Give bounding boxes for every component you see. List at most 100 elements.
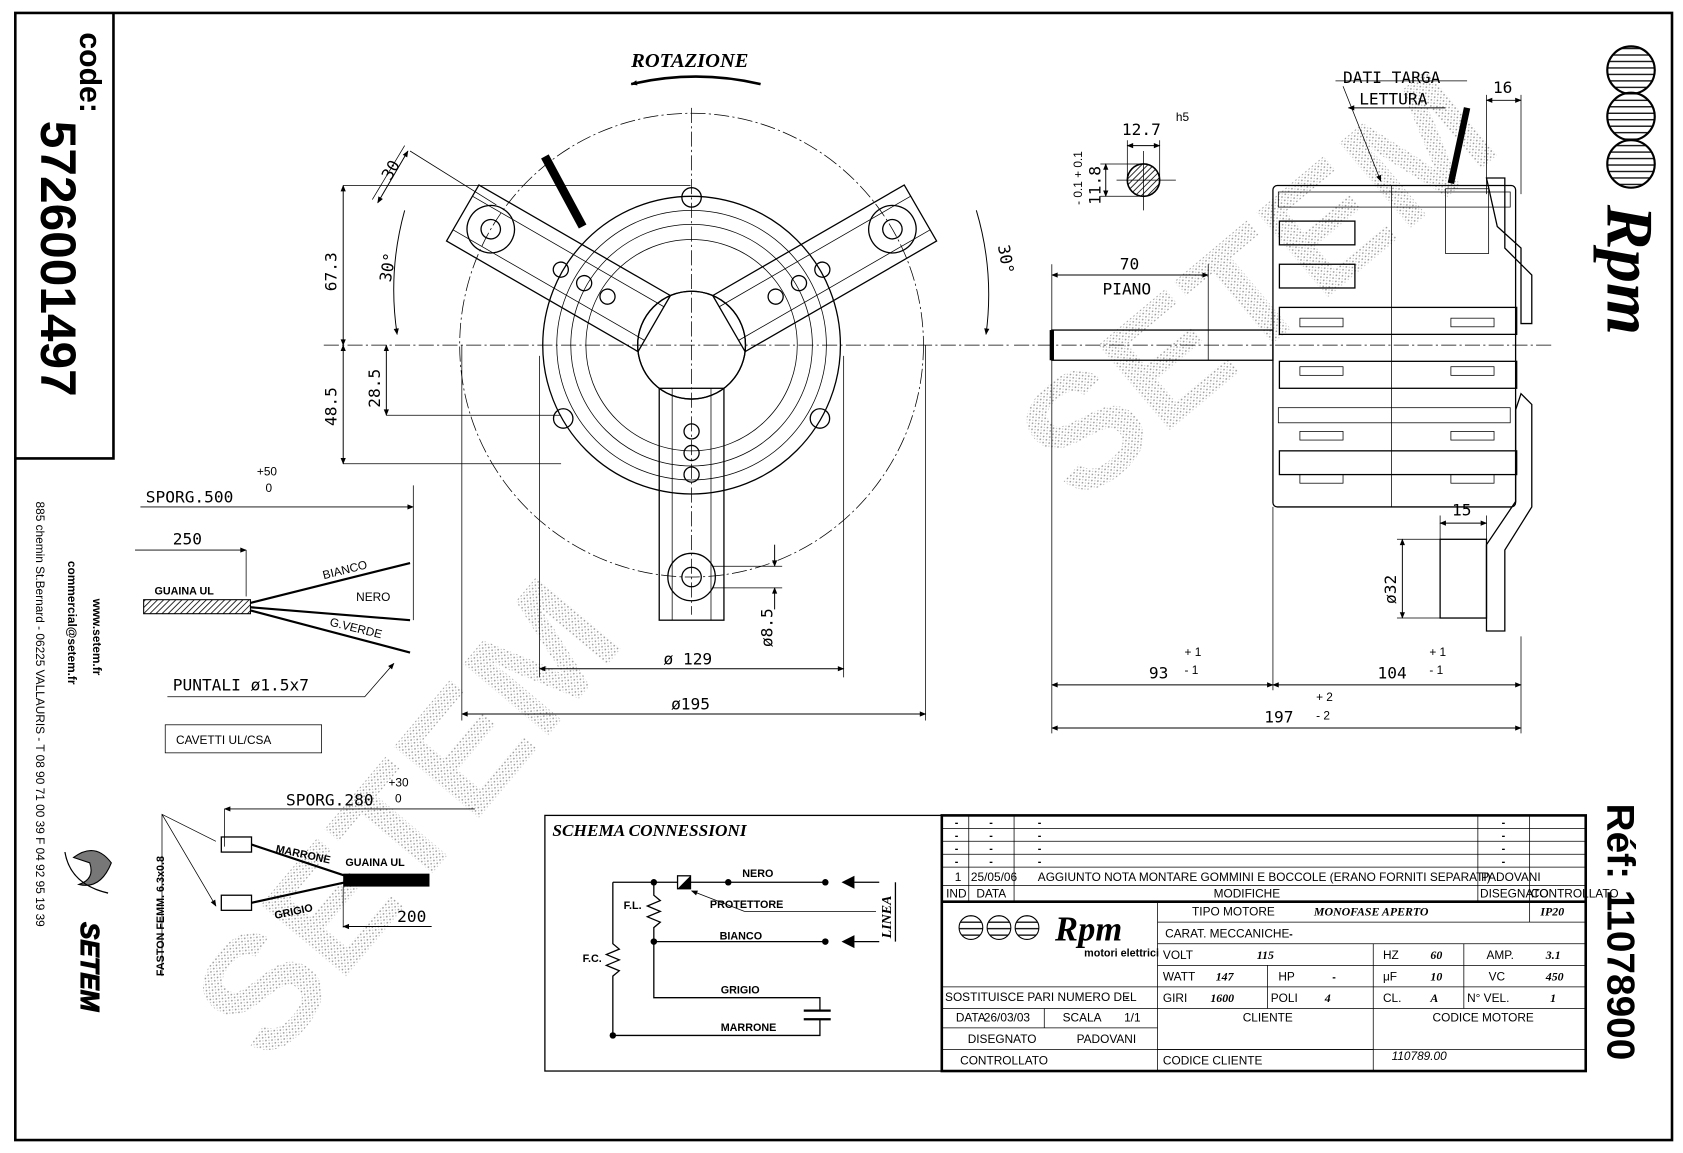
tolerance-minus: - 1 — [1429, 663, 1443, 677]
dim-dia-32: ø32 — [1381, 575, 1400, 604]
angle-30-left: 30° — [376, 251, 400, 283]
title-block-poli-label: POLI — [1271, 991, 1298, 1005]
rotation-label: ROTAZIONE — [630, 50, 748, 72]
email-text: commercial@setem.fr — [65, 561, 79, 685]
title-block-volt-label: VOLT — [1163, 948, 1193, 962]
title-block-data-label: DATA — [956, 1010, 986, 1024]
title-block-giri-label: GIRI — [1163, 991, 1187, 1005]
hdr-ind: IND — [946, 886, 966, 900]
schema-protettore: PROTETTORE — [710, 899, 783, 911]
tolerance-plus: +50 — [257, 465, 278, 479]
title-block-revisions-2-dis: - — [1502, 843, 1506, 855]
dim-11-8: 11.8 — [1085, 166, 1104, 205]
title-block-vc-label: VC — [1489, 969, 1506, 983]
hz-value: 60 — [1430, 948, 1442, 962]
tolerance-zero: 0 — [266, 481, 273, 495]
speeds-value: 1 — [1550, 991, 1556, 1005]
dim-104: 104 — [1378, 663, 1407, 682]
title-block-watt-label: WATT — [1163, 969, 1195, 983]
title-block-revisions-1-desc: - — [1038, 830, 1042, 842]
title-block-sostituisce: SOSTITUISCE PARI NUMERO DEL — [945, 990, 1137, 1004]
title-block-revisions-0-data: - — [989, 817, 993, 829]
title-block-sostituisce-val: - — [1125, 992, 1129, 1004]
title-block-codice-cliente-label: CODICE CLIENTE — [1163, 1054, 1263, 1068]
title-block-revisions-4-dis: PADOVANI — [1481, 870, 1541, 884]
dim-200: 200 — [397, 907, 426, 926]
title-block-revisions-4-ind: 1 — [955, 870, 962, 884]
tolerance-minus: - 1 — [1184, 663, 1198, 677]
hdr-controllato: CONTROLLATO — [1531, 886, 1619, 900]
front-view: ROTAZIONE — [322, 50, 1018, 721]
rpm-logo-subtitle: motori elettrici — [1084, 948, 1159, 960]
mounting-arm — [711, 184, 938, 353]
title-block-revisions-2-data: - — [989, 843, 993, 855]
cable-detail-main: SPORG.500 +50 0 250 GUAINA UL BIANCO NER… — [135, 465, 414, 754]
hdr-modifiche: MODIFICHE — [1214, 886, 1281, 900]
title-block-revisions-4-data: 25/05/06 — [971, 870, 1018, 884]
drawing-date: 26/03/03 — [984, 1010, 1031, 1024]
watermark-text: SETEM — [986, 38, 1529, 534]
tolerance-plus: + 1 — [1184, 645, 1201, 659]
schema-marrone: MARRONE — [721, 1022, 777, 1034]
reference-number: Réf: 11078900 — [1598, 804, 1641, 1061]
line-arrow-icon — [841, 875, 855, 949]
title-block-codice-motore-label: CODICE MOTORE — [1433, 1010, 1534, 1024]
lead-wires — [1447, 107, 1471, 185]
class-value: A — [1429, 991, 1438, 1005]
title-block-hp-label: HP — [1278, 969, 1295, 983]
setem-logo-text: SETEM — [75, 922, 103, 1013]
motor-code: 110789.00 — [1392, 1049, 1448, 1063]
connection-schema: SCHEMA CONNESSIONI NERO PROTETTORE BIANC… — [544, 814, 943, 1072]
title-block-cl-label: CL. — [1383, 991, 1401, 1005]
dim-dia-195: ø195 — [671, 695, 710, 714]
tolerance-plus: + 2 — [1316, 690, 1333, 704]
wire-label-nero: NERO — [356, 590, 390, 604]
drawing-frame — [14, 11, 1674, 1142]
dim-48-5: 48.5 — [322, 387, 341, 426]
tolerance-plus: +30 — [388, 775, 409, 789]
sheath — [343, 873, 430, 887]
title-block-revisions-0-dis: - — [1502, 817, 1506, 829]
faston-connector — [220, 836, 253, 853]
tolerance-plus: + 1 — [1429, 645, 1446, 659]
ip-rating: IP20 — [1539, 905, 1564, 919]
schema-linea: LINEA — [880, 896, 895, 940]
website-text: www.setem.fr — [90, 598, 104, 676]
vc-value: 450 — [1545, 969, 1564, 983]
mounting-arm — [445, 184, 672, 353]
drawn-by: PADOVANI — [1077, 1032, 1137, 1046]
title-block-carat-label: CARAT. MECCANICHE — [1165, 926, 1289, 940]
protrusion-label: SPORG.500 — [146, 488, 234, 507]
rpm-logo-text: Rpm — [1054, 911, 1122, 949]
rpm-logo-small: Rpm motori elettrici — [958, 911, 1159, 960]
bracket — [1485, 392, 1533, 632]
title-block-revisions-3-data: - — [989, 856, 993, 868]
title-block-uf-label: μF — [1383, 969, 1397, 983]
dim-12-7: 12.7 — [1122, 120, 1161, 139]
volt-value: 115 — [1257, 948, 1274, 962]
title-block-scala-label: SCALA — [1063, 1010, 1102, 1024]
title-block-amp-label: AMP. — [1486, 948, 1513, 962]
schema-bianco: BIANCO — [720, 930, 762, 942]
side-view: DATI TARGA LETTURA 16 12.7 h5 11.8 - 0.1… — [1014, 68, 1554, 734]
wires — [250, 561, 411, 654]
rpm-rings-icon — [1606, 45, 1656, 189]
reading-label: LETTURA — [1359, 90, 1427, 109]
title-block-cliente-label: CLIENTE — [1243, 1010, 1293, 1024]
title-block-revisions-0-desc: - — [1038, 817, 1042, 829]
title-block-revisions-2-ind: - — [955, 843, 959, 855]
dim-197: 197 — [1264, 708, 1293, 727]
capacitor-icon — [803, 1009, 831, 1021]
lead-wires — [541, 154, 587, 229]
mounting-arm — [658, 387, 725, 621]
rpm-logo: Rpm — [1592, 45, 1666, 335]
scale-value: 1/1 — [1124, 1010, 1141, 1024]
cable-spec-box — [164, 724, 323, 754]
dim-16: 16 — [1493, 78, 1512, 97]
dim-250: 250 — [173, 530, 202, 549]
angle-30-right: 30° — [994, 243, 1018, 275]
left-sidebar: code: 5726001497 www.setem.fr commercial… — [30, 32, 112, 1013]
title-block-tipo-motore-label: TIPO MOTORE — [1192, 905, 1275, 919]
